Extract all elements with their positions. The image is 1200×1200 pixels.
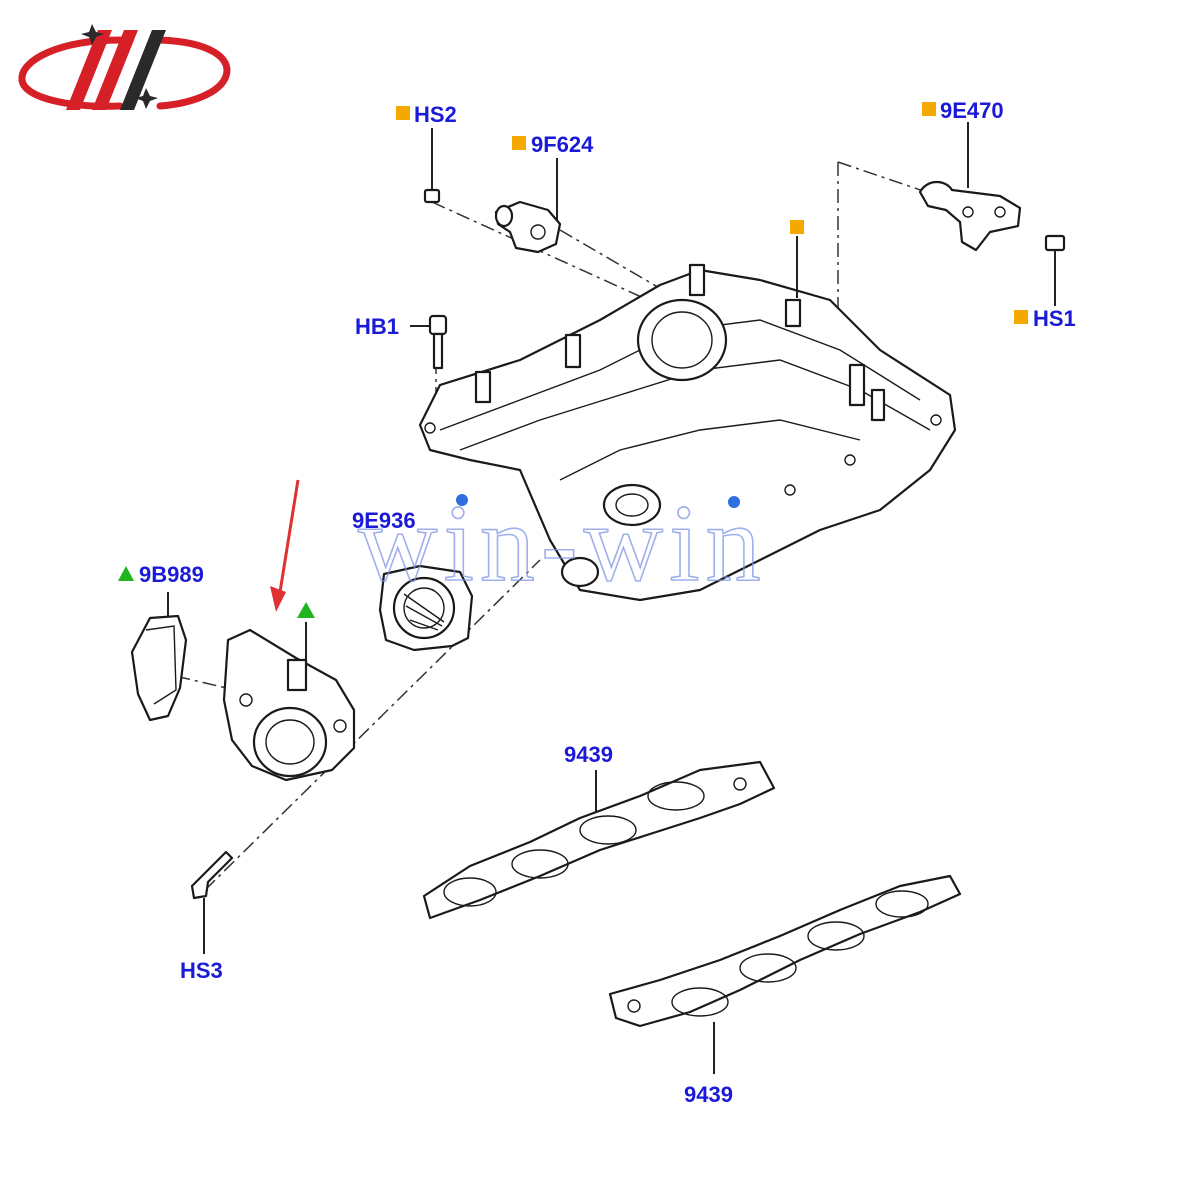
- label-gasket-upper: 9439: [564, 742, 613, 767]
- gasket-9439-lower: [608, 874, 962, 1074]
- label-9e470: 9E470: [940, 98, 1004, 123]
- hs1-bolt: [1044, 234, 1066, 306]
- watermark-dot: [728, 496, 740, 508]
- label-9e936: 9E936: [352, 508, 416, 533]
- label-9b989: 9B989: [139, 562, 204, 587]
- hs2-bolt: [423, 128, 441, 204]
- gasket-9439-upper: [422, 760, 776, 920]
- label-hs3: HS3: [180, 958, 223, 983]
- sensor-9f624: [494, 158, 562, 254]
- square-marker-manifold: [790, 220, 804, 234]
- square-marker-9e470: [922, 102, 936, 116]
- label-hs1: HS1: [1033, 306, 1076, 331]
- brand-logo: [18, 24, 231, 110]
- label-hs2: HS2: [414, 102, 457, 127]
- label-9f624: 9F624: [531, 132, 594, 157]
- square-marker-hs1: [1014, 310, 1028, 324]
- square-marker-hs2: [396, 106, 410, 120]
- watermark-dot: [456, 494, 468, 506]
- cover-9b989: [130, 592, 188, 722]
- watermark-text: win-win: [358, 482, 767, 604]
- label-gasket-lower: 9439: [684, 1082, 733, 1107]
- triangle-marker-9b989: [118, 566, 134, 581]
- hs3-bolt: [190, 850, 234, 954]
- intake-manifold: [418, 263, 957, 602]
- adapter-9e936: [378, 564, 474, 652]
- bracket-9e470: [918, 122, 1022, 252]
- red-indicator-arrow: [270, 479, 300, 612]
- throttle-body: [222, 622, 356, 782]
- label-hb1: HB1: [355, 314, 399, 339]
- square-marker-9f624: [512, 136, 526, 150]
- triangle-marker-throttle-body: [297, 602, 315, 618]
- hb1-bolt: [410, 314, 448, 370]
